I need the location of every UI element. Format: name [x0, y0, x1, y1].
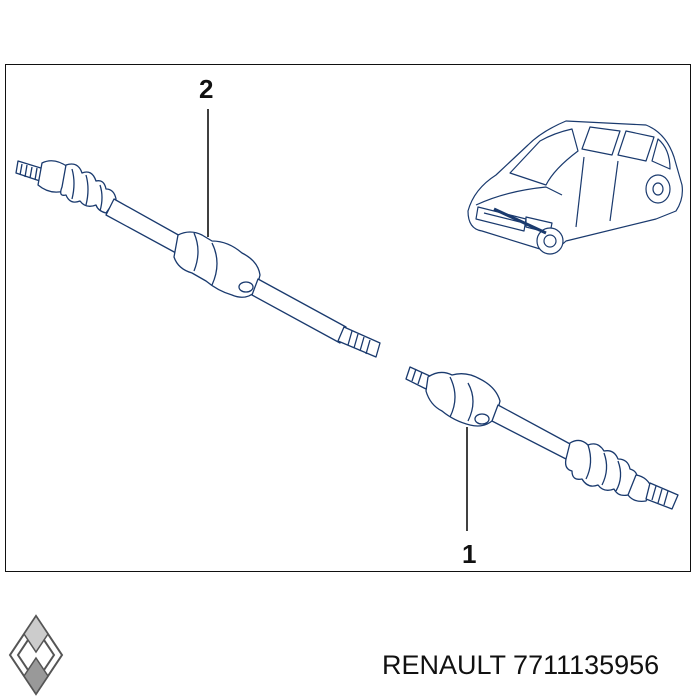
part-number: 7711135956	[513, 650, 660, 680]
upper-drive-shaft	[15, 160, 381, 358]
drive-shaft-diagram	[15, 109, 683, 531]
upper-shaft-body	[105, 198, 183, 254]
part-caption: RENAULT 7711135956	[382, 650, 659, 681]
footer: RENAULT 7711135956	[0, 600, 700, 700]
car-shaft-highlight	[493, 207, 547, 235]
lower-shaft-body	[491, 404, 573, 460]
car-illustration	[467, 120, 683, 255]
renault-diamond-logo-icon	[8, 614, 64, 696]
car-windshield	[509, 128, 579, 186]
upper-shaft-tail	[251, 278, 347, 344]
callout-1-number: 1	[462, 539, 477, 569]
diagram-frame: 2 1	[5, 64, 691, 572]
callout-2-number: 2	[199, 74, 214, 104]
lower-drive-shaft	[405, 366, 679, 510]
lower-outer-boot	[564, 439, 639, 497]
brand-name: RENAULT	[382, 650, 506, 680]
